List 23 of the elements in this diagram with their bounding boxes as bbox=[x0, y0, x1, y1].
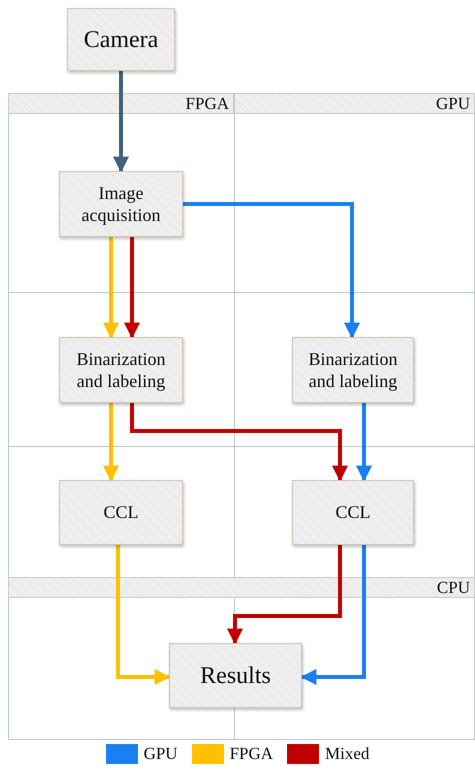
process-box: CCL bbox=[59, 480, 183, 545]
process-box: Results bbox=[169, 643, 302, 708]
arrow bbox=[124, 237, 140, 339]
arrow bbox=[113, 71, 129, 173]
arrow bbox=[130, 403, 348, 482]
arrow bbox=[103, 403, 119, 482]
arrow bbox=[227, 545, 342, 645]
legend-label: GPU bbox=[144, 744, 178, 764]
arrow bbox=[183, 202, 360, 339]
process-box: Image acquisition bbox=[59, 171, 183, 237]
legend-label: Mixed bbox=[325, 744, 370, 764]
legend-label: FPGA bbox=[230, 744, 274, 764]
process-box: Binarization and labeling bbox=[59, 337, 183, 403]
lane-header: CPU bbox=[8, 577, 475, 598]
arrow bbox=[300, 545, 366, 685]
process-box: CCL bbox=[292, 480, 414, 545]
lane-header: FPGA bbox=[8, 93, 234, 114]
lane-header: GPU bbox=[234, 93, 475, 114]
process-box: Binarization and labeling bbox=[292, 337, 414, 403]
arrow bbox=[103, 237, 119, 339]
arrow bbox=[356, 403, 372, 482]
arrow bbox=[116, 545, 171, 685]
process-box: Camera bbox=[67, 8, 175, 71]
